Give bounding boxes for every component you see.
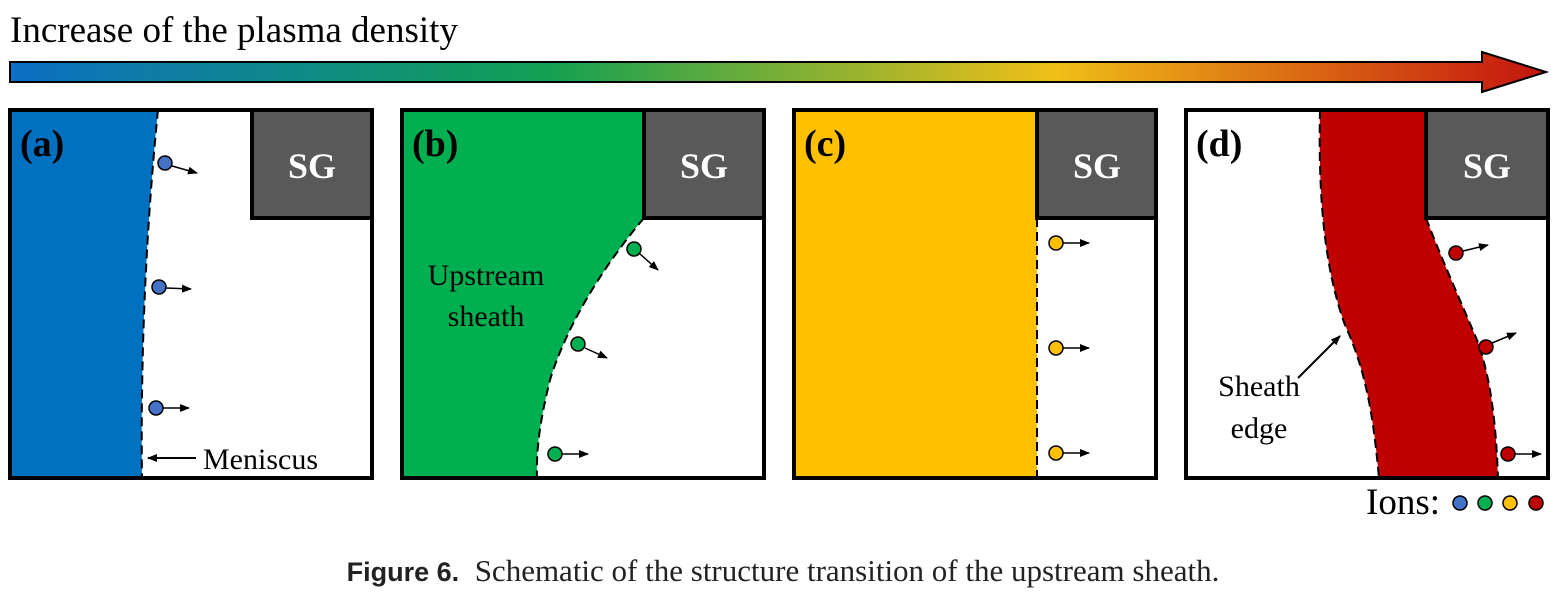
panel-label-a: (a) xyxy=(20,123,64,165)
green-ion-icon xyxy=(1477,495,1493,511)
panel-c: SG (c) xyxy=(792,108,1158,480)
ion-icon xyxy=(547,446,563,462)
density-gradient-arrow xyxy=(9,50,1550,94)
sg-label-b: SG xyxy=(680,146,728,186)
ion-icon xyxy=(151,279,167,295)
sg-label-c: SG xyxy=(1073,146,1121,186)
ion-icon xyxy=(626,241,642,257)
sg-label-a: SG xyxy=(288,146,336,186)
ion-icon xyxy=(1048,340,1064,356)
ions-legend: Ions: xyxy=(1366,482,1544,523)
sheath-edge-right xyxy=(1425,217,1499,479)
figure-caption-label: Figure 6. xyxy=(346,557,460,587)
upstream-label-line2: sheath xyxy=(448,300,525,333)
ion-icon xyxy=(570,336,586,352)
panel-d: SG (d) Sheath edge xyxy=(1184,108,1550,480)
sg-label-d: SG xyxy=(1463,146,1511,186)
figure-caption-text: Schematic of the structure transition of… xyxy=(474,553,1220,588)
panel-b: SG (b) Upstream sheath xyxy=(400,108,766,480)
meniscus-line-a xyxy=(140,109,159,479)
plasma-region-c xyxy=(794,110,1037,478)
sheath-edge-left xyxy=(1318,109,1380,479)
upstream-sheath-line xyxy=(535,217,645,479)
ion-icon xyxy=(1478,339,1494,355)
meniscus-label: Meniscus xyxy=(203,443,318,476)
ion-icon xyxy=(1448,245,1464,261)
sheath-edge-label-line2: edge xyxy=(1231,412,1288,445)
panel-label-d: (d) xyxy=(1196,123,1242,165)
panel-label-c: (c) xyxy=(804,123,846,165)
plasma-region-a xyxy=(10,110,158,478)
ion-icon xyxy=(1048,445,1064,461)
ions-legend-label: Ions: xyxy=(1366,482,1440,523)
red-ion-icon xyxy=(1528,495,1544,511)
panel-label-b: (b) xyxy=(412,123,458,165)
yellow-ion-icon xyxy=(1502,495,1518,511)
ion-icon xyxy=(157,155,173,171)
figure-caption: Figure 6. Schematic of the structure tra… xyxy=(0,553,1566,589)
sheath-edge-arrow xyxy=(1297,335,1341,379)
plasma-region-b xyxy=(402,110,644,478)
ion-icon xyxy=(1048,235,1064,251)
panel-a: SG (a) Meniscus xyxy=(8,108,374,480)
upstream-label-line1: Upstream xyxy=(428,259,545,292)
sg-box-a xyxy=(250,108,374,220)
sheath-edge-label-line1: Sheath xyxy=(1218,370,1300,403)
ion-icon xyxy=(1500,446,1516,462)
density-title: Increase of the plasma density xyxy=(10,10,458,51)
plasma-region-d xyxy=(1319,110,1498,478)
ion-icon xyxy=(148,400,164,416)
blue-ion-icon xyxy=(1452,495,1468,511)
